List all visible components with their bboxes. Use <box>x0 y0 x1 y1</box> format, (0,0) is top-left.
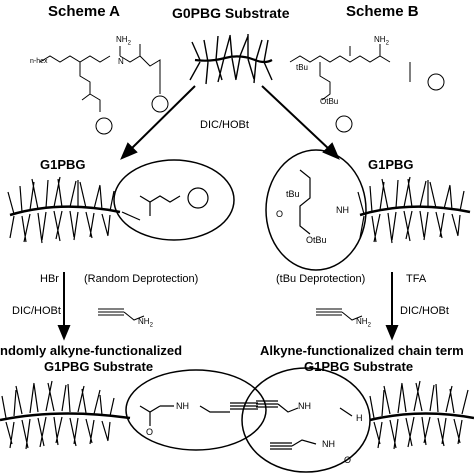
substrate-polymer-brush-icon <box>189 34 273 85</box>
scheme-b-heading: Scheme B <box>346 3 419 20</box>
scheme-a-molecule-icon <box>39 44 169 135</box>
left-final-nh: NH <box>176 401 189 411</box>
right-zoom-otbu: OtBu <box>306 235 327 245</box>
right-final-title-line1: Alkyne-functionalized chain term <box>260 343 464 358</box>
arrow-to-left-product <box>129 85 196 151</box>
arrow-to-right-product <box>261 85 331 151</box>
reaction-arrows <box>57 85 399 341</box>
substrate-heading: G0PBG Substrate <box>172 5 290 21</box>
left-g1pbg-polymer-icon <box>7 159 235 244</box>
left-reagent-note: (Random Deprotection) <box>84 273 199 285</box>
right-final-h: H <box>356 413 363 423</box>
scheme-b-molecule-icon <box>289 44 445 133</box>
arrowhead-right-down <box>385 325 399 341</box>
n-hex-label: n-hex <box>30 58 48 65</box>
arrowhead-left <box>120 142 138 160</box>
right-final-title-line2: G1PBG Substrate <box>304 359 414 374</box>
n-label: N <box>118 57 124 66</box>
right-zoom-ellipse <box>265 149 367 271</box>
left-reagent-hbr: HBr <box>40 273 59 285</box>
right-final-o: O <box>344 455 352 465</box>
arrowhead-left-down <box>57 325 71 341</box>
left-final-title-line1: ndomly alkyne-functionalized <box>0 343 183 358</box>
left-alkyne-nh2: NH2 <box>138 317 153 329</box>
right-reagent-dic: DIC/HOBt <box>400 305 449 317</box>
right-product-label: G1PBG <box>368 157 414 172</box>
left-final-title-line2: G1PBG Substrate <box>44 359 154 374</box>
left-reagent-dic: DIC/HOBt <box>12 305 61 317</box>
left-final-o: O <box>146 427 154 437</box>
right-final-nh-bottom: NH <box>322 439 335 449</box>
nh2-label-b: NH2 <box>374 35 389 47</box>
right-reagent-note: (tBu Deprotection) <box>276 273 366 285</box>
nh2-label-a: NH2 <box>116 35 131 47</box>
right-final-zoom-ellipse <box>241 367 371 473</box>
left-final-polymer-icon <box>0 369 267 451</box>
scheme-a-heading: Scheme A <box>48 3 120 20</box>
right-zoom-nh: NH <box>336 205 349 215</box>
reagent-alkyne-icons <box>98 308 363 321</box>
left-zoom-ellipse <box>113 159 235 241</box>
right-final-nh-top: NH <box>298 401 311 411</box>
right-zoom-tbu: tBu <box>286 189 300 199</box>
otbu-label-b: OtBu <box>320 97 339 106</box>
step1-reagent-label: DIC/HOBt <box>200 119 249 131</box>
right-zoom-o: O <box>276 209 284 219</box>
right-reagent-tfa: TFA <box>406 273 427 285</box>
left-product-label: G1PBG <box>40 157 86 172</box>
tbu-label-b: tBu <box>296 63 309 72</box>
right-g1pbg-polymer-icon <box>265 149 471 271</box>
left-final-zoom-ellipse <box>125 369 267 451</box>
right-final-polymer-icon <box>241 367 474 473</box>
right-alkyne-nh2: NH2 <box>356 317 371 329</box>
